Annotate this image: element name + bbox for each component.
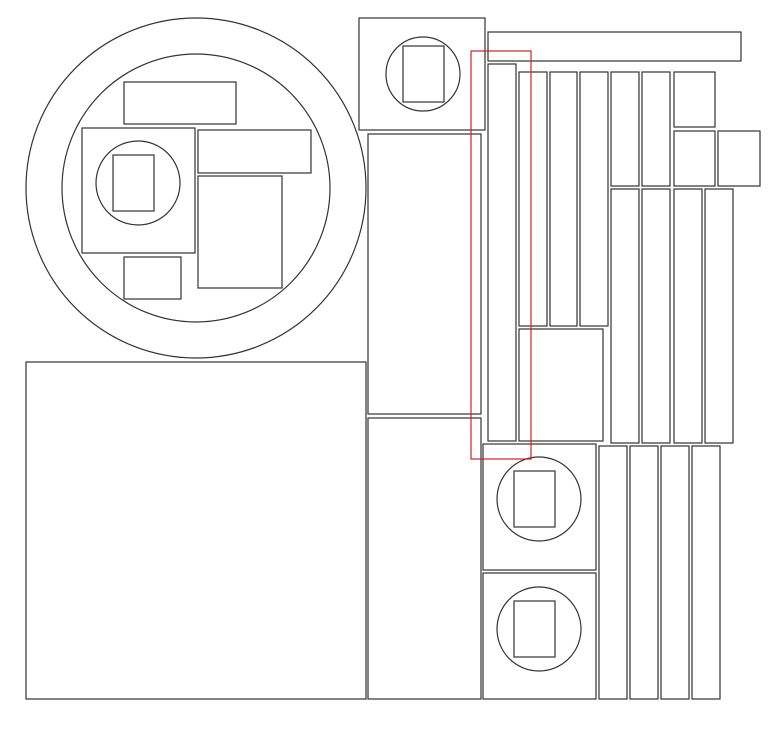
long-bar-2	[641, 188, 671, 444]
long-bar-1	[610, 188, 640, 444]
bottom-bar-2	[629, 445, 659, 700]
top-bar-block	[123, 81, 237, 125]
tall-block	[197, 175, 283, 289]
bottom-node-circle-1	[496, 456, 582, 542]
header-bar	[487, 31, 742, 62]
node-square	[81, 127, 196, 254]
vertical-bar-2	[549, 71, 578, 327]
large-square-block	[25, 361, 367, 700]
short-bar-1	[610, 71, 640, 187]
bottom-bar-1	[598, 445, 628, 700]
bottom-bar-4	[691, 445, 721, 700]
square-block	[518, 328, 604, 442]
small-block	[123, 256, 182, 300]
outer-circle	[25, 17, 367, 359]
bottom-node-group-1	[482, 443, 597, 571]
short-bar-2	[641, 71, 671, 187]
node-core	[112, 154, 155, 212]
small-square-2	[673, 130, 716, 187]
long-bar-3	[673, 188, 703, 444]
top-node-square	[358, 17, 486, 131]
bottom-node-square-2	[482, 572, 597, 700]
top-node-core	[402, 45, 445, 103]
long-bar-4	[704, 188, 734, 444]
middle-column-upper	[367, 133, 482, 415]
bottom-node-group-2	[482, 572, 597, 700]
vertical-bar-3	[579, 71, 609, 327]
bottom-node-square-1	[482, 443, 597, 571]
small-square-1	[673, 71, 716, 128]
top-node-circle	[385, 36, 461, 112]
bottom-node-core-2	[513, 600, 556, 658]
big-circle-group	[25, 17, 367, 359]
right-bar-block	[197, 129, 312, 174]
vertical-bar-tall	[487, 63, 517, 442]
node-circle	[95, 140, 181, 226]
bottom-node-circle-2	[496, 586, 582, 672]
right-cluster	[487, 31, 761, 444]
bottom-bars	[598, 445, 721, 700]
highlight-box	[470, 50, 532, 460]
vertical-bar-1	[518, 71, 548, 327]
bottom-bar-3	[660, 445, 690, 700]
bottom-node-core-1	[513, 470, 556, 528]
middle-column-lower	[367, 417, 482, 700]
small-square-3	[717, 130, 761, 187]
inner-circle	[61, 53, 331, 323]
top-node-group	[358, 17, 486, 131]
